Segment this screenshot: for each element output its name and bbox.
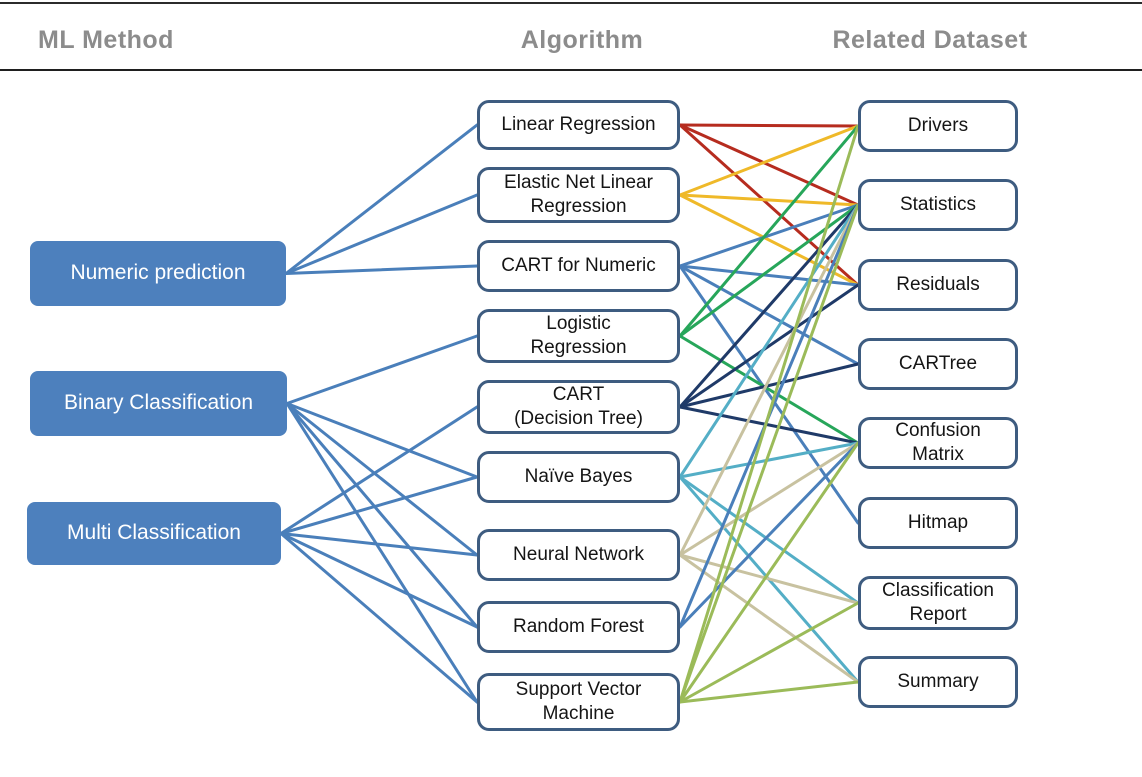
edge-multi-classification-to-cart-decision-tree bbox=[279, 405, 479, 535]
algorithm-box-cart-numeric: CART for Numeric bbox=[477, 240, 680, 292]
edge-numeric-prediction-to-linear-regression bbox=[284, 123, 479, 275]
edge-neural-network-to-statistics bbox=[678, 203, 860, 557]
edge-elastic-net-to-residuals bbox=[678, 193, 860, 287]
dataset-box-hitmap: Hitmap bbox=[858, 497, 1018, 549]
method-box-binary-classification: Binary Classification bbox=[30, 371, 287, 436]
edge-cart-numeric-to-residuals bbox=[678, 264, 860, 287]
column-header-related-dataset: Related Dataset bbox=[832, 26, 1028, 54]
edge-logistic-regression-to-confusion-matrix bbox=[678, 334, 860, 445]
edge-cart-numeric-to-cartree bbox=[678, 264, 860, 366]
edge-cart-decision-tree-to-residuals bbox=[678, 283, 860, 409]
edge-binary-classification-to-naive-bayes bbox=[285, 402, 479, 479]
dataset-box-confusion-matrix: Confusion Matrix bbox=[858, 417, 1018, 469]
edge-cart-decision-tree-to-confusion-matrix bbox=[678, 405, 860, 445]
edge-neural-network-to-confusion-matrix bbox=[678, 441, 860, 557]
algorithm-box-svm: Support Vector Machine bbox=[477, 673, 680, 731]
dataset-box-classification-report: Classification Report bbox=[858, 576, 1018, 630]
edge-svm-to-classification-report bbox=[678, 601, 860, 704]
edge-naive-bayes-to-confusion-matrix bbox=[678, 441, 860, 479]
edge-numeric-prediction-to-cart-numeric bbox=[284, 264, 479, 275]
edge-linear-regression-to-drivers bbox=[678, 123, 860, 128]
algorithm-box-logistic-regression: Logistic Regression bbox=[477, 309, 680, 363]
edge-multi-classification-to-svm bbox=[279, 532, 479, 704]
edge-svm-to-statistics bbox=[678, 203, 860, 704]
edge-cart-decision-tree-to-statistics bbox=[678, 203, 860, 409]
edge-elastic-net-to-statistics bbox=[678, 193, 860, 207]
algorithm-box-elastic-net: Elastic Net Linear Regression bbox=[477, 167, 680, 223]
edge-linear-regression-to-statistics bbox=[678, 123, 860, 207]
edge-neural-network-to-classification-report bbox=[678, 553, 860, 605]
algorithm-box-naive-bayes: Naïve Bayes bbox=[477, 451, 680, 503]
header-divider-line bbox=[0, 69, 1142, 71]
dataset-box-residuals: Residuals bbox=[858, 259, 1018, 311]
dataset-box-cartree: CARTree bbox=[858, 338, 1018, 390]
edge-multi-classification-to-naive-bayes bbox=[279, 475, 479, 535]
dataset-box-summary: Summary bbox=[858, 656, 1018, 708]
edge-svm-to-summary bbox=[678, 680, 860, 704]
edge-multi-classification-to-neural-network bbox=[279, 532, 479, 557]
edge-linear-regression-to-residuals bbox=[678, 123, 860, 287]
method-box-numeric-prediction: Numeric prediction bbox=[30, 241, 286, 306]
edge-neural-network-to-summary bbox=[678, 553, 860, 684]
method-box-multi-classification: Multi Classification bbox=[27, 502, 281, 565]
edge-logistic-regression-to-drivers bbox=[678, 124, 860, 338]
edge-naive-bayes-to-classification-report bbox=[678, 475, 860, 605]
algorithm-box-cart-decision-tree: CART (Decision Tree) bbox=[477, 380, 680, 434]
column-header-algorithm: Algorithm bbox=[520, 26, 644, 54]
edge-cart-numeric-to-hitmap bbox=[678, 264, 860, 525]
edge-multi-classification-to-random-forest bbox=[279, 532, 479, 629]
algorithm-box-random-forest: Random Forest bbox=[477, 601, 680, 653]
edge-binary-classification-to-random-forest bbox=[285, 402, 479, 629]
column-header-ml-method: ML Method bbox=[38, 26, 174, 54]
edge-svm-to-confusion-matrix bbox=[678, 441, 860, 704]
edge-cart-decision-tree-to-cartree bbox=[678, 362, 860, 409]
edge-numeric-prediction-to-elastic-net bbox=[284, 193, 479, 275]
edge-cart-numeric-to-statistics bbox=[678, 203, 860, 268]
top-border-line bbox=[0, 2, 1142, 4]
edge-elastic-net-to-drivers bbox=[678, 124, 860, 197]
edge-binary-classification-to-svm bbox=[285, 402, 479, 704]
edge-random-forest-to-confusion-matrix bbox=[678, 441, 860, 629]
algorithm-box-linear-regression: Linear Regression bbox=[477, 100, 680, 150]
algorithm-box-neural-network: Neural Network bbox=[477, 529, 680, 581]
edge-svm-to-drivers bbox=[678, 124, 860, 704]
dataset-box-statistics: Statistics bbox=[858, 179, 1018, 231]
edge-naive-bayes-to-statistics bbox=[678, 203, 860, 479]
dataset-box-drivers: Drivers bbox=[858, 100, 1018, 152]
edge-binary-classification-to-neural-network bbox=[285, 402, 479, 557]
edge-binary-classification-to-logistic-regression bbox=[285, 334, 479, 405]
